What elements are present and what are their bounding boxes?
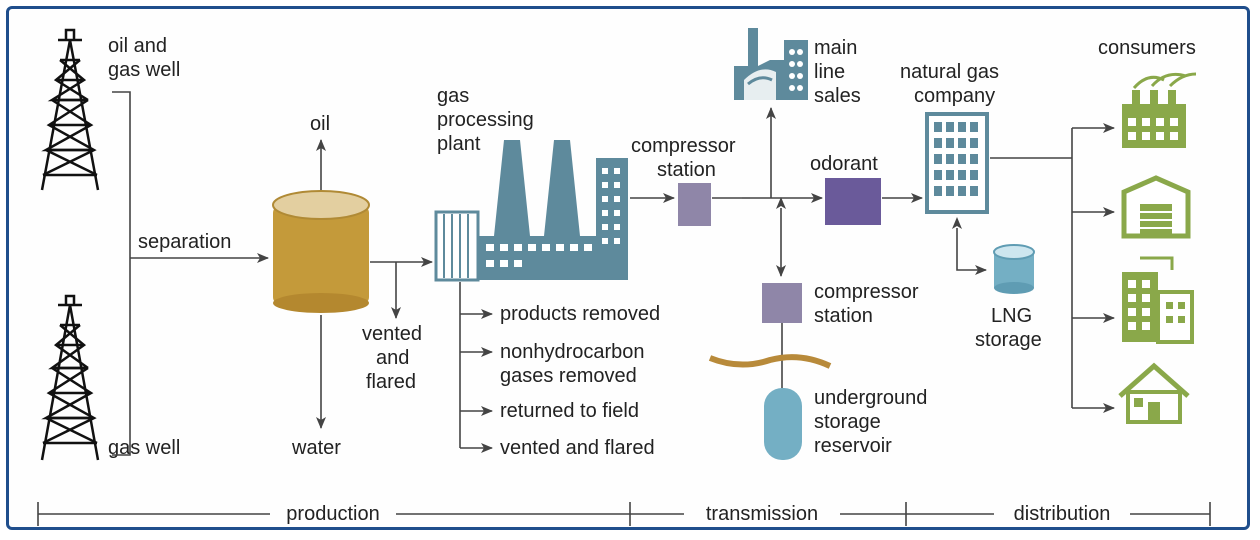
odorant-label: odorant — [810, 153, 878, 175]
vented-label-3: flared — [366, 371, 416, 393]
gas-plant-label-3: plant — [437, 133, 481, 155]
compressor-2-label: compressor — [814, 281, 919, 303]
compressor-1-label-2: station — [657, 159, 716, 181]
natural-gas-company-building-icon — [925, 112, 989, 214]
compressor-station-2-icon — [762, 283, 802, 323]
oil-gas-well-label: oil and — [108, 35, 167, 57]
well-collector-line — [112, 91, 131, 456]
returned-label: returned to field — [500, 400, 639, 422]
phase-distribution-label: distribution — [1014, 503, 1111, 525]
lng-storage-tank-icon — [993, 244, 1035, 294]
gas-well-label: gas well — [108, 437, 180, 459]
main-line-sales-factory-icon — [734, 28, 808, 100]
consumers-label: consumers — [1098, 37, 1196, 59]
main-line-label-2: line — [814, 61, 845, 83]
gas-plant-label: gas — [437, 85, 469, 107]
nat-gas-company-label-2: company — [914, 85, 995, 107]
main-line-label-3: sales — [814, 85, 861, 107]
gas-processing-plant-icon — [434, 140, 628, 282]
oil-gas-well-label-2: gas well — [108, 59, 180, 81]
ground-pipeline-icon — [708, 354, 832, 369]
vented-label: vented — [362, 323, 422, 345]
house-consumer-icon — [1118, 362, 1190, 424]
separator-tank-icon — [272, 190, 370, 313]
phase-production-label: production — [286, 503, 379, 525]
underground-label-2: storage — [814, 411, 881, 433]
compressor-station-1-icon — [678, 183, 711, 226]
underground-label-3: reservoir — [814, 435, 892, 457]
separation-label: separation — [138, 231, 231, 253]
phase-transmission-label: transmission — [706, 503, 818, 525]
nat-gas-company-label: natural gas — [900, 61, 999, 83]
products-removed-label: products removed — [500, 303, 660, 325]
lng-label-2: storage — [975, 329, 1042, 351]
commercial-building-consumer-icon — [1122, 256, 1194, 344]
warehouse-consumer-icon — [1121, 175, 1191, 239]
main-line-label: main — [814, 37, 857, 59]
odorant-icon — [825, 178, 881, 225]
vented-flared-label: vented and flared — [500, 437, 655, 459]
compressor-2-label-2: station — [814, 305, 873, 327]
compressor-1-label: compressor — [631, 135, 736, 157]
lng-label: LNG — [991, 305, 1032, 327]
industrial-consumer-icon — [1122, 72, 1197, 148]
underground-label: underground — [814, 387, 927, 409]
nonhydrocarbon-label: nonhydrocarbon — [500, 341, 645, 363]
gas-well-derrick-icon — [40, 294, 100, 461]
vented-label-2: and — [376, 347, 409, 369]
gas-plant-label-2: processing — [437, 109, 534, 131]
oil-label: oil — [310, 113, 330, 135]
oil-gas-well-derrick-icon — [40, 28, 100, 191]
lng-storage-arrow — [952, 217, 987, 275]
phase-timeline — [37, 502, 1211, 526]
underground-storage-reservoir-icon — [764, 388, 802, 460]
water-label: water — [291, 437, 341, 459]
nonhydrocarbon-label-2: gases removed — [500, 365, 637, 387]
